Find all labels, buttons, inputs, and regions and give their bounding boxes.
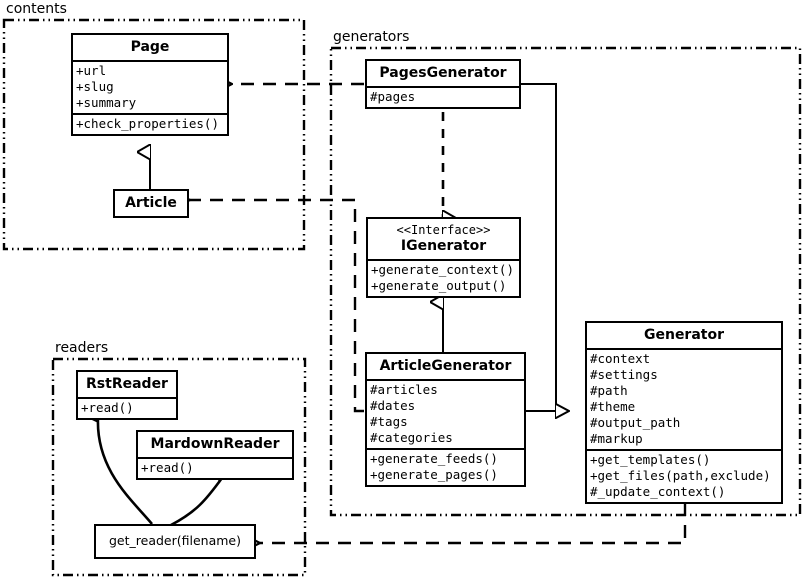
class-name-igenerator: <<Interface>> IGenerator [368, 219, 519, 259]
class-name-articlegenerator: ArticleGenerator [379, 358, 512, 374]
class-name-page: Page [130, 39, 170, 55]
package-label-readers: readers [53, 340, 111, 356]
class-methods-generator: +get_templates() +get_files(path,exclude… [587, 449, 781, 502]
method-row: +generate_pages() [370, 467, 498, 482]
attribute-row: #tags [370, 414, 408, 429]
class-attributes-page: +url +slug +summary [73, 60, 227, 113]
class-methods-articlegenerator: +generate_feeds() +generate_pages() [367, 448, 524, 485]
attribute-row: #path [590, 383, 628, 398]
attribute-row: #pages [370, 89, 416, 104]
class-name-rstreader: RstReader [86, 376, 168, 392]
class-box-article[interactable]: Article [113, 189, 189, 218]
attribute-row: +url [76, 63, 107, 78]
class-box-igenerator[interactable]: <<Interface>> IGenerator +generate_conte… [366, 217, 521, 298]
class-name-pagesgenerator: PagesGenerator [379, 65, 507, 81]
class-methods-igenerator: +generate_context() +generate_output() [368, 259, 519, 296]
attribute-row: #articles [370, 382, 438, 397]
class-name-text-igenerator: IGenerator [400, 238, 487, 254]
relation-articlegenerator-depends-article [190, 200, 364, 413]
attribute-row: #output_path [590, 415, 681, 430]
function-box-get-reader[interactable]: get_reader(filename) [94, 524, 256, 559]
attribute-row: +slug [76, 79, 114, 94]
class-box-mardownreader[interactable]: MardownReader +read() [136, 430, 294, 480]
method-row: +generate_output() [371, 278, 507, 293]
class-attributes-generator: #context #settings #path #theme #output_… [587, 348, 781, 449]
method-row: #_update_context() [590, 484, 726, 499]
method-row: +generate_feeds() [370, 451, 498, 466]
method-row: +get_templates() [590, 452, 711, 467]
method-row: +get_files(path,exclude) [590, 468, 771, 483]
class-methods-mardownreader: +read() [138, 457, 292, 478]
method-row: +check_properties() [76, 116, 219, 131]
class-name-article: Article [125, 195, 177, 211]
class-box-rstreader[interactable]: RstReader +read() [76, 370, 178, 420]
attribute-row: #settings [590, 367, 658, 382]
package-label-contents: contents [4, 1, 69, 17]
package-label-generators: generators [331, 29, 412, 45]
attribute-row: #theme [590, 399, 636, 414]
attribute-row: #markup [590, 431, 643, 446]
relation-generator-depends-get_reader [260, 503, 687, 543]
attribute-row: #dates [370, 398, 416, 413]
class-attributes-pagesgenerator: #pages [367, 86, 519, 107]
class-stereotype-igenerator: <<Interface>> [396, 223, 491, 237]
class-methods-rstreader: +read() [78, 397, 176, 418]
method-row: +read() [81, 400, 134, 415]
class-name-mardownreader: MardownReader [150, 436, 280, 452]
class-name-generator: Generator [643, 327, 724, 343]
method-row: +generate_context() [371, 262, 514, 277]
attribute-row: +summary [76, 95, 137, 110]
class-attributes-articlegenerator: #articles #dates #tags #categories [367, 379, 524, 448]
class-box-page[interactable]: Page +url +slug +summary +check_properti… [71, 33, 229, 136]
attribute-row: #categories [370, 430, 453, 445]
class-methods-page: +check_properties() [73, 113, 227, 134]
class-box-pagesgenerator[interactable]: PagesGenerator #pages [365, 59, 521, 109]
relation-pagesgenerator-generalizes-generator [521, 83, 557, 411]
class-box-generator[interactable]: Generator #context #settings #path #them… [585, 321, 783, 504]
function-name-get-reader: get_reader(filename) [109, 533, 241, 548]
relation-get_reader-creates-mardownreader [170, 471, 227, 527]
method-row: +read() [141, 460, 194, 475]
class-box-articlegenerator[interactable]: ArticleGenerator #articles #dates #tags … [365, 352, 526, 487]
attribute-row: #context [590, 351, 651, 366]
